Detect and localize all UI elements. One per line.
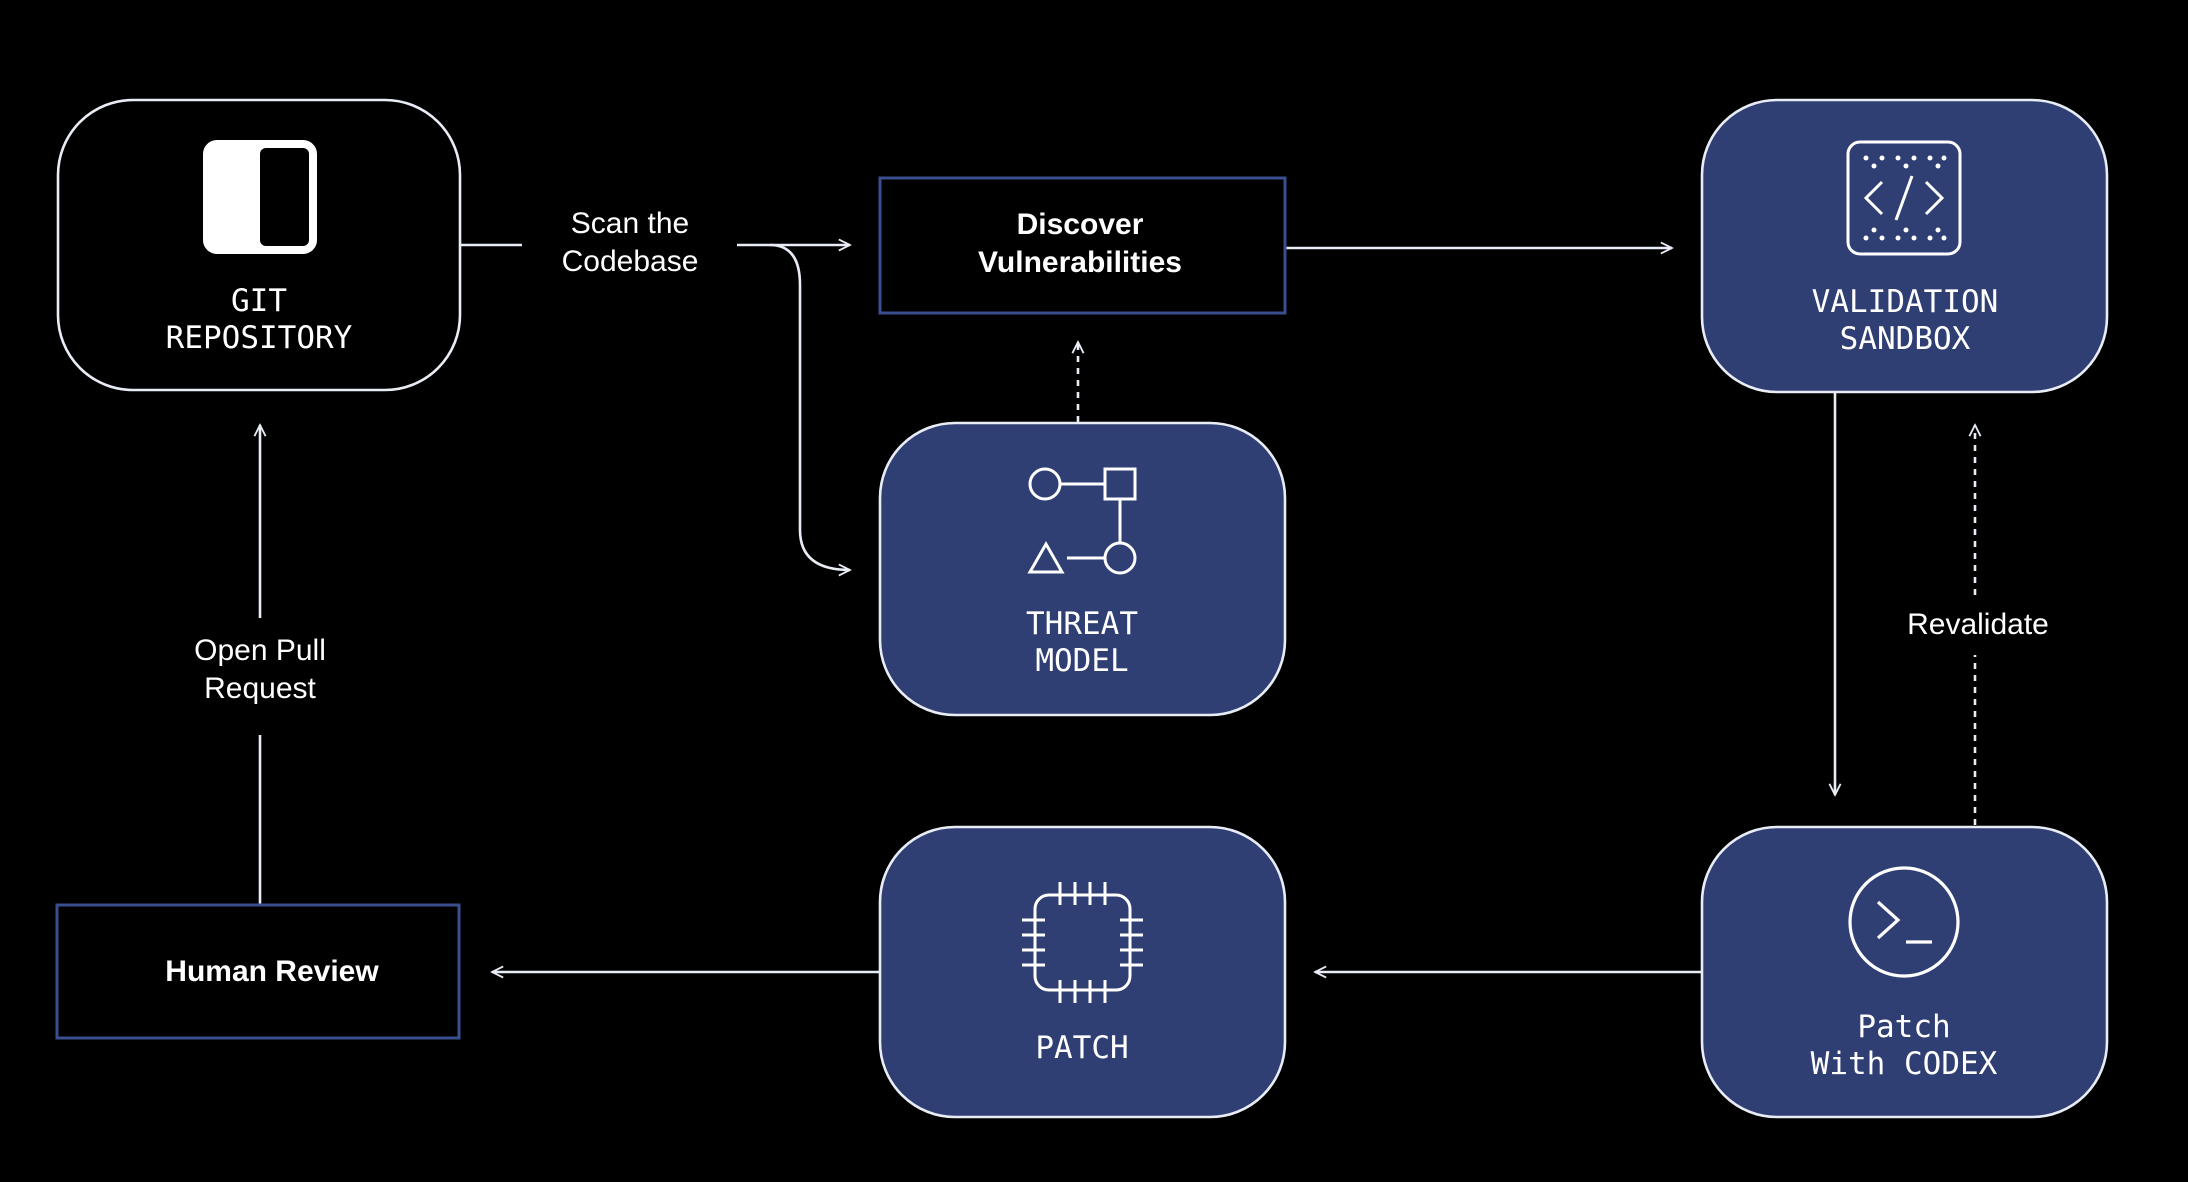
chip-icon [1022,882,1143,1003]
node-patch[interactable]: PATCH [878,825,1287,1119]
threat-model-label-2: MODEL [1035,643,1128,679]
shapes-graph-icon [1027,467,1137,575]
discover-label-2: Vulnerabilities [978,246,1182,279]
node-patch-with-codex[interactable]: Patch With CODEX [1700,825,2109,1119]
git-repository-label-1: GIT [231,283,287,319]
terminal-icon [1848,866,1960,978]
edges [260,245,1975,972]
node-threat-model[interactable]: THREAT MODEL [878,421,1287,717]
scan-label-1: Scan the [571,207,689,240]
edge-scan-to-threat [769,243,850,570]
code-icon [1846,140,1962,256]
patch-codex-label-1: Patch [1857,1009,1950,1045]
human-review-label: Human Review [165,955,379,988]
edge-label-revalidate: Revalidate [1907,608,2049,641]
edge-label-open-pr: Open Pull Request [194,634,326,705]
split-panel-icon [203,140,317,254]
validation-sandbox-label-2: SANDBOX [1840,321,1971,357]
threat-model-label-1: THREAT [1026,606,1138,642]
node-discover-vulnerabilities[interactable]: Discover Vulnerabilities [878,176,1287,315]
patch-codex-label-2: With CODEX [1811,1046,1998,1082]
discover-label-1: Discover [1017,208,1144,241]
validation-sandbox-label-1: VALIDATION [1812,284,1999,320]
open-pr-label-1: Open Pull [194,634,326,667]
scan-label-2: Codebase [562,245,699,278]
node-git-repository[interactable]: GIT REPOSITORY [56,98,462,392]
edge-label-scan: Scan the Codebase [562,207,699,278]
revalidate-label: Revalidate [1907,608,2049,641]
patch-label: PATCH [1035,1030,1128,1066]
node-human-review[interactable]: Human Review [55,903,461,1040]
open-pr-label-2: Request [204,672,316,705]
git-repository-label-2: REPOSITORY [166,320,353,356]
node-validation-sandbox[interactable]: VALIDATION SANDBOX [1700,98,2109,394]
